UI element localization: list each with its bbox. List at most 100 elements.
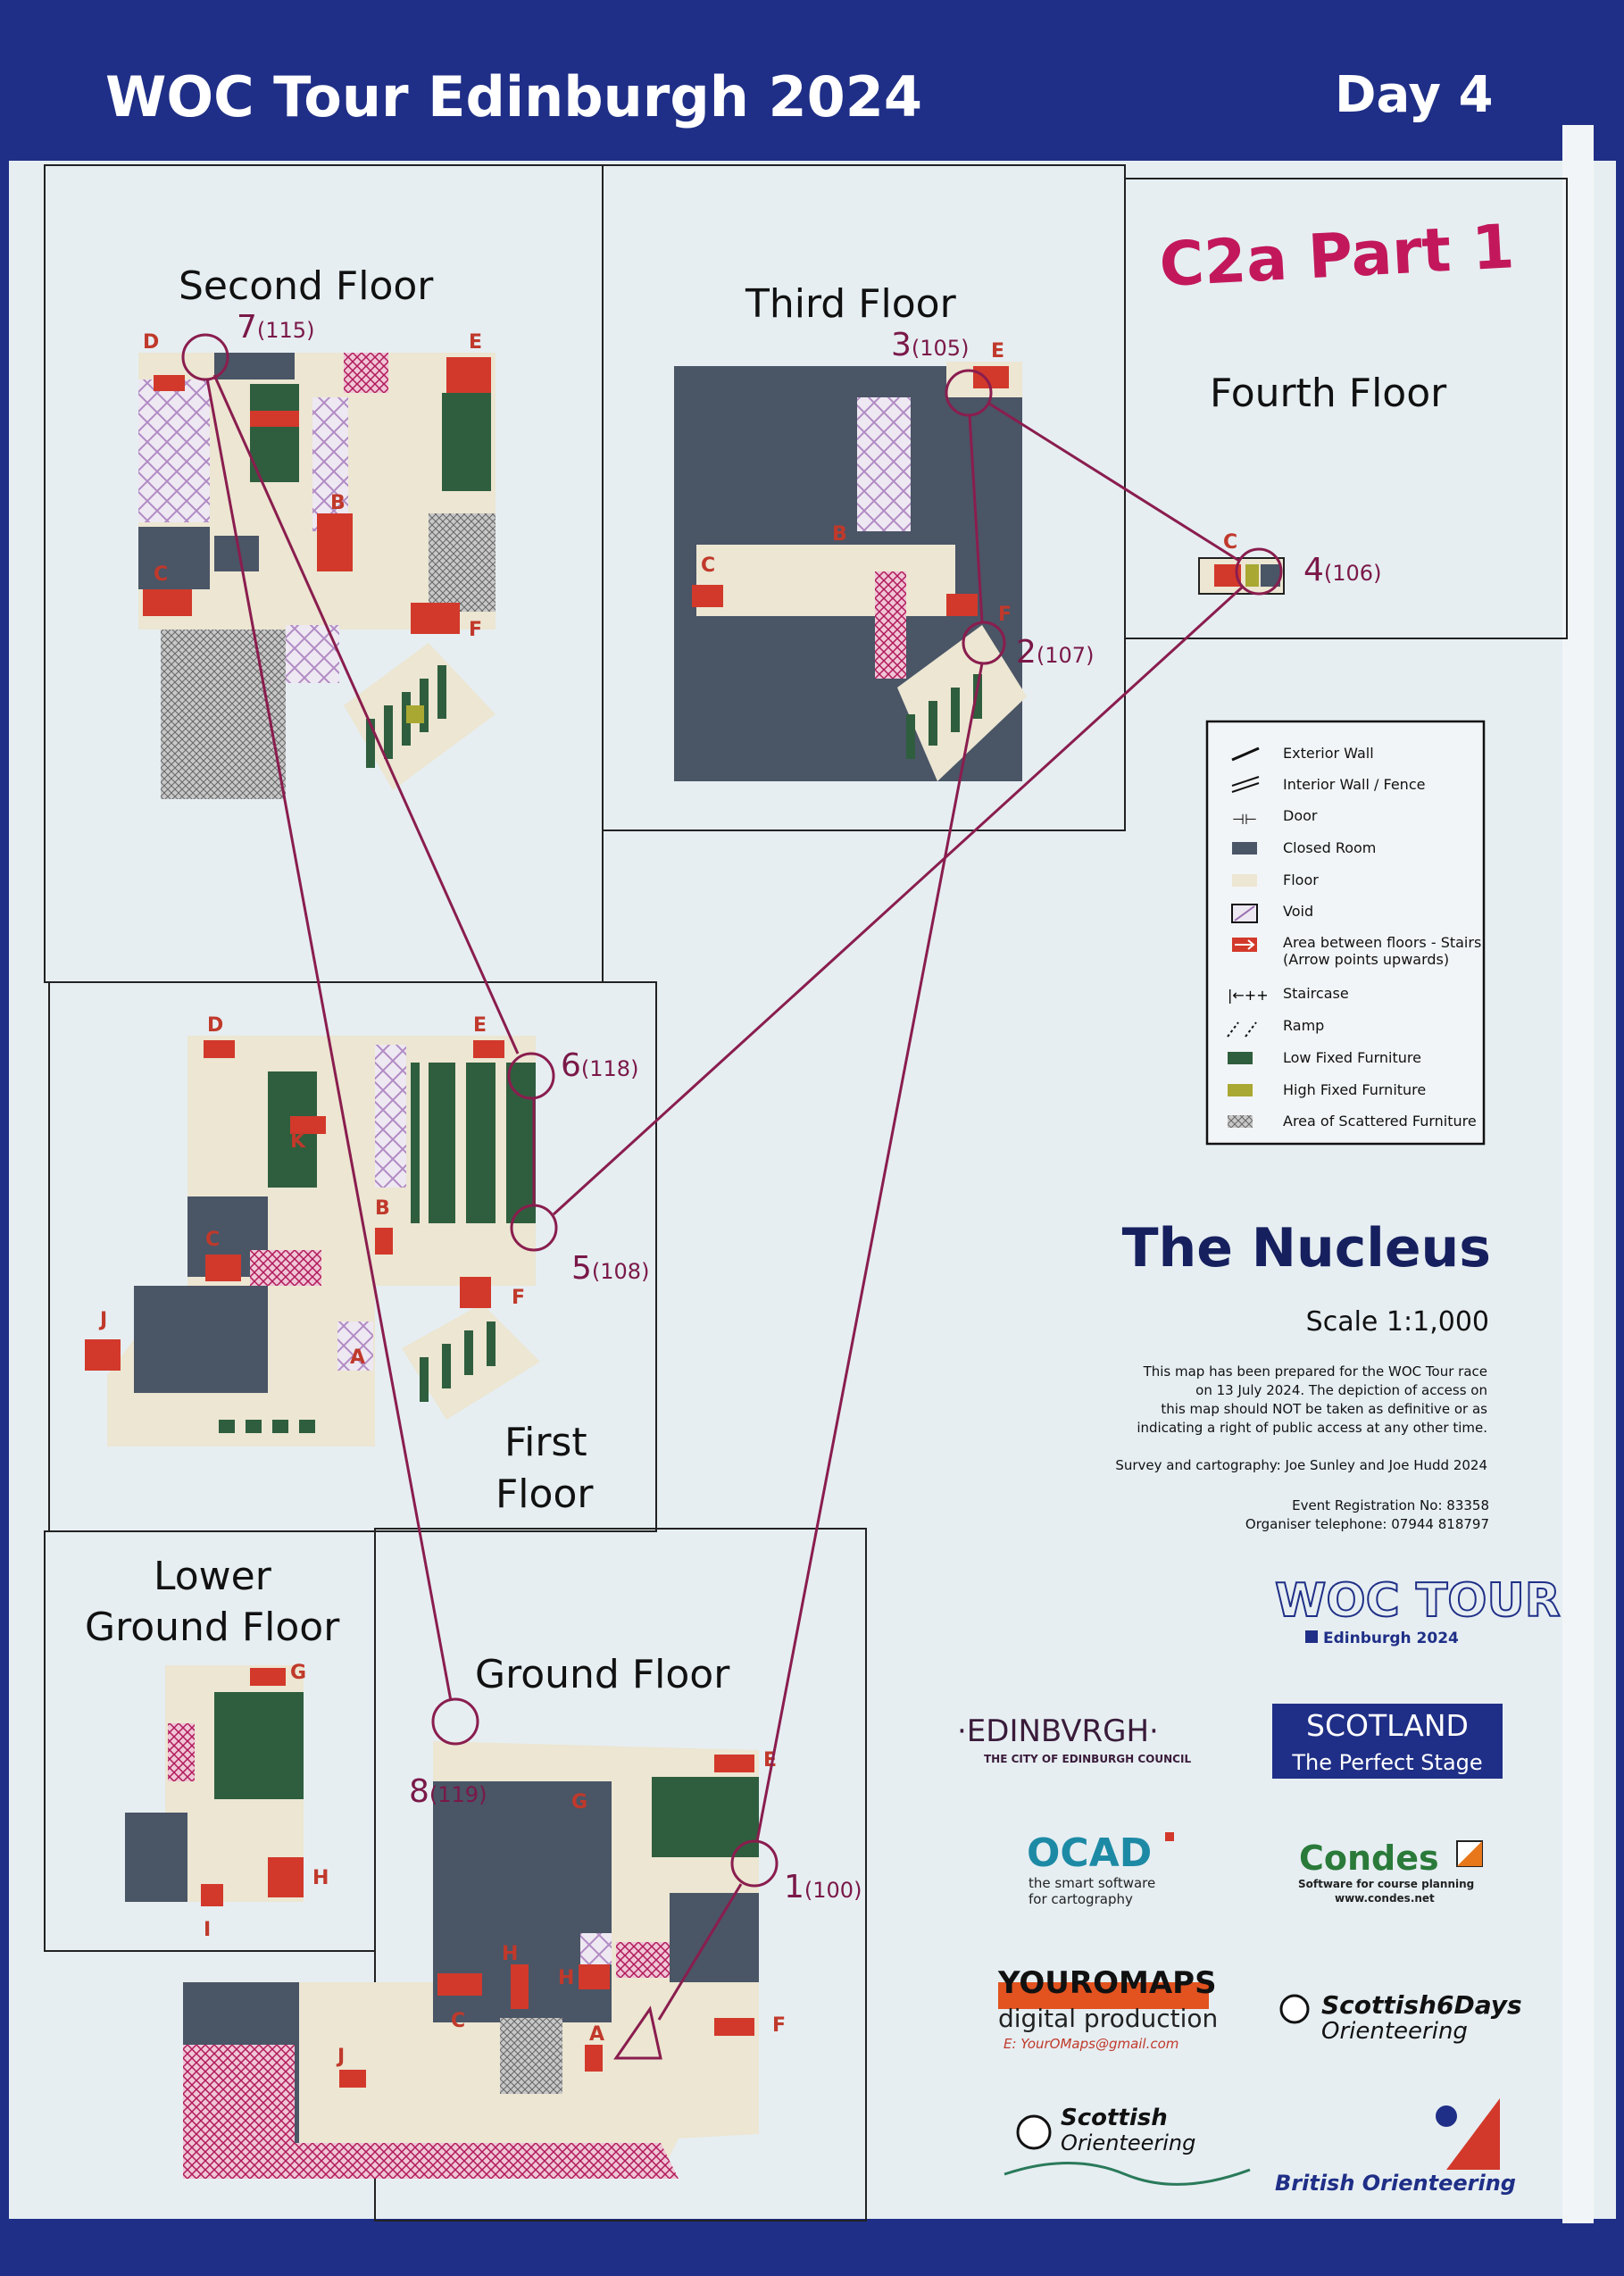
scottish-orienteering-logo: Scottish — [1061, 2105, 1168, 2131]
info-block: The Nucleus Scale 1:1,000 This map has b… — [1115, 1217, 1491, 1532]
legend-label: Area of Scattered Furniture — [1283, 1113, 1477, 1130]
legend-label-2: (Arrow points upwards) — [1283, 951, 1449, 968]
controls: 1(100) 2(107) 3(105) 4(106) 5(108) 6(118… — [181, 309, 1381, 1905]
start-triangle — [613, 2005, 662, 2060]
control-2-label: 2(107) — [1016, 634, 1094, 671]
legend-label: Exterior Wall — [1283, 745, 1374, 762]
door-icon: ⊣⊢ — [1232, 811, 1257, 828]
panel-borders — [44, 164, 1568, 2222]
second-floor-plan: Second Floor D E B C F — [138, 263, 496, 799]
organiser-telephone: Organiser telephone: 07944 818797 — [1245, 1516, 1489, 1532]
condes-sub: Software for course planning — [1298, 1878, 1474, 1890]
legend: Exterior Wall Interior Wall / Fence ⊣⊢ D… — [1205, 720, 1486, 1146]
survey-credit: Survey and cartography: Joe Sunley and J… — [1115, 1457, 1487, 1473]
exterior-wall-icon — [1231, 746, 1260, 762]
control-3-label: 3(105) — [891, 327, 969, 363]
legend-label: Void — [1283, 903, 1313, 920]
stair-label-h: H — [312, 1867, 329, 1889]
control-7-circle — [181, 333, 229, 381]
runner-icon — [1436, 2105, 1457, 2127]
scotland-text: SCOTLAND — [1306, 1708, 1469, 1743]
british-orienteering-logo: British Orienteering — [1275, 2171, 1516, 2196]
stair-label-d: D — [143, 331, 159, 354]
disclaimer-line: This map has been prepared for the WOC T… — [1143, 1363, 1487, 1380]
control-8-label: 8(119) — [409, 1773, 487, 1810]
woc-tour-flag-icon — [1305, 1630, 1318, 1643]
legend-label: High Fixed Furniture — [1283, 1081, 1426, 1098]
sponsor-logos: WOC TOUR Edinburgh 2024 ·EDINBVRGH· THE … — [957, 1573, 1562, 2196]
stair-label-f: F — [469, 619, 482, 641]
disclaimer-line: this map should NOT be taken as definiti… — [1161, 1401, 1487, 1417]
low-furniture-icon — [1228, 1052, 1253, 1064]
stair-label-j: J — [336, 2046, 345, 2068]
fourth-floor-label: Fourth Floor — [1210, 371, 1447, 416]
control-7-label: 7(115) — [237, 309, 314, 346]
stair-label-a: A — [350, 1346, 365, 1369]
stair-label-k: K — [290, 1130, 306, 1153]
youromaps-sub: digital production — [998, 2004, 1218, 2033]
event-registration: Event Registration No: 83358 — [1292, 1497, 1489, 1513]
legend-label: Low Fixed Furniture — [1283, 1049, 1421, 1066]
stair-label-a: A — [589, 2023, 604, 2046]
edinburgh-logo: ·EDINBVRGH· — [957, 1713, 1159, 1749]
stair-label-e: E — [473, 1014, 487, 1037]
legend-label: Closed Room — [1283, 839, 1376, 856]
thistle-compass-icon — [1279, 1994, 1310, 2024]
edinburgh-sub: THE CITY OF EDINBURGH COUNCIL — [984, 1753, 1191, 1765]
condes-logo: Condes — [1299, 1838, 1439, 1878]
lower-ground-floor-plan: Lower Ground Floor G H I — [85, 1554, 340, 1941]
stair-label-c: C — [154, 563, 168, 586]
scottish-orienteering-sub: Orienteering — [1061, 2130, 1195, 2155]
bo-flag-icon — [1446, 2098, 1500, 2170]
void-icon — [1231, 904, 1258, 923]
control-8-circle — [431, 1697, 479, 1746]
condes-flag-icon — [1456, 1840, 1483, 1867]
first-floor-label-2: Floor — [496, 1471, 594, 1517]
control-5-label: 5(108) — [571, 1250, 649, 1287]
lower-ground-label-2: Ground Floor — [85, 1605, 340, 1650]
ocad-sub: the smart software — [1029, 1875, 1155, 1891]
header-title: WOC Tour Edinburgh 2024 — [105, 64, 922, 129]
first-floor-plan: D E K B C F A J First Floor — [85, 1014, 594, 1517]
swiss-flag-icon — [1165, 1832, 1174, 1841]
control-4-label: 4(106) — [1303, 552, 1381, 588]
second-floor-label: Second Floor — [179, 263, 434, 309]
control-1-circle — [730, 1839, 779, 1888]
third-floor-label: Third Floor — [745, 281, 957, 327]
map-scale: Scale 1:1,000 — [1306, 1306, 1489, 1338]
control-1-label: 1(100) — [784, 1869, 862, 1905]
stair-label-f: F — [772, 2014, 786, 2037]
venue-title: The Nucleus — [1122, 1217, 1491, 1280]
third-floor-plan: Third Floor C B E F — [674, 281, 1027, 781]
disclaimer-line: indicating a right of public access at a… — [1137, 1420, 1487, 1436]
floor-icon — [1232, 874, 1257, 887]
ocad-logo: OCAD — [1027, 1830, 1152, 1876]
condes-sub: www.condes.net — [1335, 1892, 1435, 1905]
stair-label-g: G — [290, 1662, 306, 1684]
scattered-furniture-icon — [1228, 1115, 1253, 1128]
stair-label-i: I — [204, 1919, 211, 1941]
stair-label-c: C — [451, 2010, 465, 2032]
stair-label-e: E — [991, 340, 1004, 363]
stair-label-b: B — [832, 523, 847, 546]
lower-ground-label-1: Lower — [154, 1554, 272, 1599]
ground-floor-label: Ground Floor — [475, 1652, 730, 1697]
stair-label-h2: H — [558, 1967, 574, 1989]
disclaimer-line: on 13 July 2024. The depiction of access… — [1195, 1382, 1487, 1398]
stair-label-e: E — [469, 331, 482, 354]
scottish-6-days-sub: Orienteering — [1321, 2018, 1468, 2045]
stair-label-f: F — [512, 1287, 525, 1309]
thistle-compass-icon — [1016, 2114, 1052, 2150]
legend-label: Staircase — [1283, 985, 1349, 1002]
youromaps-logo: YOUROMAPS — [997, 1965, 1217, 2001]
first-floor-label-1: First — [504, 1420, 587, 1465]
scotland-sub: The Perfect Stage — [1291, 1750, 1482, 1775]
course-lines — [205, 374, 1245, 2021]
stair-label-f: F — [998, 604, 1012, 626]
stair-label-g: G — [571, 1791, 587, 1813]
scottish-6-days-logo: Scottish6Days — [1321, 1990, 1522, 2020]
control-6-label: 6(118) — [561, 1047, 638, 1084]
legend-label: Ramp — [1283, 1017, 1324, 1034]
stair-label-h: H — [502, 1943, 518, 1965]
